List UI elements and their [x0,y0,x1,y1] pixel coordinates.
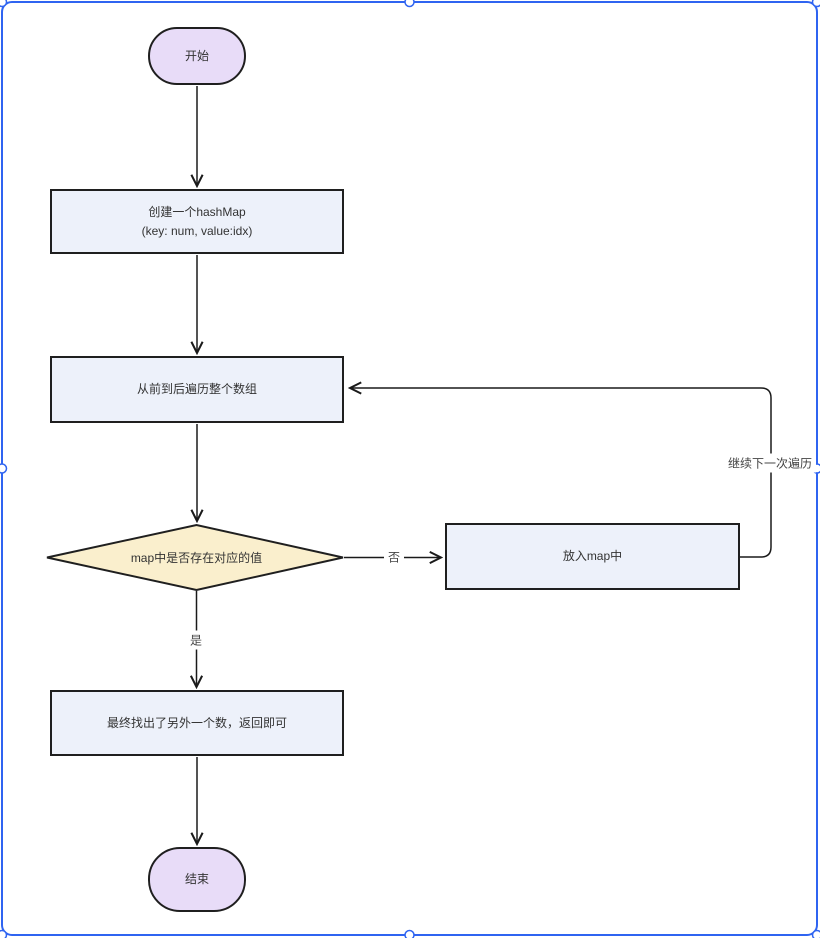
node-create-map-label-line2: (key: num, value:idx) [141,223,253,238]
node-traverse-label: 从前到后遍历整个数组 [136,382,257,397]
node-create-map[interactable]: 创建一个hashMap (key: num, value:idx) [50,189,344,254]
node-create-map-label-line1: 创建一个hashMap [148,204,246,219]
selection-handle-bottom-center[interactable] [404,929,415,938]
node-end[interactable]: 结束 [148,847,246,912]
node-found-label: 最终找出了另外一个数，返回即可 [106,715,287,730]
node-found[interactable]: 最终找出了另外一个数，返回即可 [50,690,344,756]
node-end-label: 结束 [184,872,209,887]
node-decision-label[interactable]: map中是否存在对应的值 [130,551,263,565]
selection-handle-top-left[interactable] [0,0,8,8]
selection-handle-middle-left[interactable] [0,463,8,474]
node-traverse[interactable]: 从前到后遍历整个数组 [50,356,344,423]
edge-label-continue[interactable]: 继续下一次遍历 [723,453,817,473]
selection-handle-top-right[interactable] [811,0,820,8]
node-decision-shape[interactable] [46,523,344,592]
node-start-label: 开始 [184,48,209,63]
node-put-map-label: 放入map中 [562,549,623,564]
selection-handle-bottom-left[interactable] [0,929,8,938]
edge-label-no[interactable]: 否 [383,547,405,567]
edge-label-yes[interactable]: 是 [185,630,207,650]
node-start[interactable]: 开始 [148,27,246,85]
selection-handle-top-center[interactable] [404,0,415,8]
edge-put-map-loopback-to-traverse[interactable] [350,388,772,558]
selection-handle-bottom-right[interactable] [811,929,820,938]
node-put-map[interactable]: 放入map中 [445,523,740,590]
